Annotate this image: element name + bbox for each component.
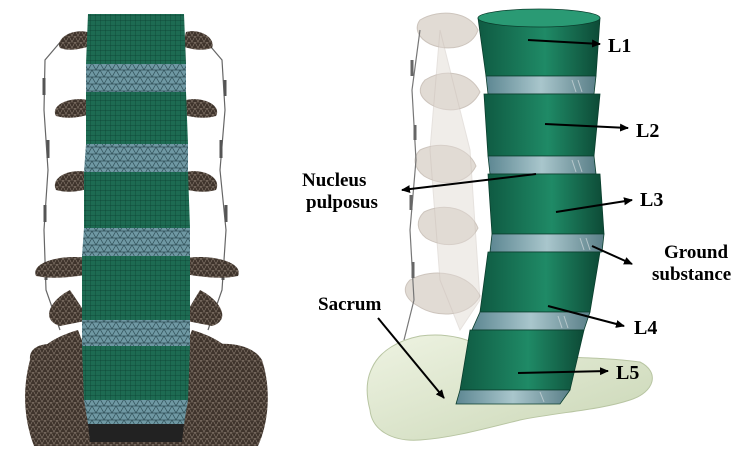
label-sacrum: Sacrum: [318, 294, 382, 315]
arrow-l5: [517, 367, 609, 376]
arrow-ground-substance: [591, 245, 633, 265]
arrow-l4: [547, 305, 625, 328]
label-l4: L4: [634, 317, 657, 339]
arrow-l3: [555, 197, 633, 213]
label-l3: L3: [640, 189, 663, 211]
arrow-nucleus: [401, 173, 537, 194]
left-vertebral-bodies: [82, 14, 190, 400]
annotation-labels: L1 L2 L3 Ground substance L4 L5 Nucleus …: [302, 35, 731, 384]
arrow-l1: [527, 39, 601, 48]
arrow-sacrum: [377, 317, 445, 399]
left-base-shadow: [88, 424, 184, 442]
label-nucleus: Nucleus: [302, 170, 366, 191]
label-ground: Ground: [664, 242, 729, 263]
label-substance: substance: [652, 264, 731, 285]
right-ligament-springs: [403, 29, 421, 341]
left-mesh-model: [25, 14, 268, 446]
annotation-arrows: [377, 39, 633, 399]
right-rendered-model: [366, 8, 653, 441]
label-pulposus: pulposus: [306, 192, 378, 213]
arrow-l2: [544, 123, 629, 132]
label-l5: L5: [616, 362, 639, 384]
posterior-elements: [404, 12, 481, 332]
right-vertebral-bodies: [455, 8, 605, 405]
label-l1: L1: [608, 35, 631, 57]
label-l2: L2: [636, 120, 659, 142]
annulus-fibers: [539, 79, 591, 403]
left-intervertebral-discs: [82, 64, 190, 424]
